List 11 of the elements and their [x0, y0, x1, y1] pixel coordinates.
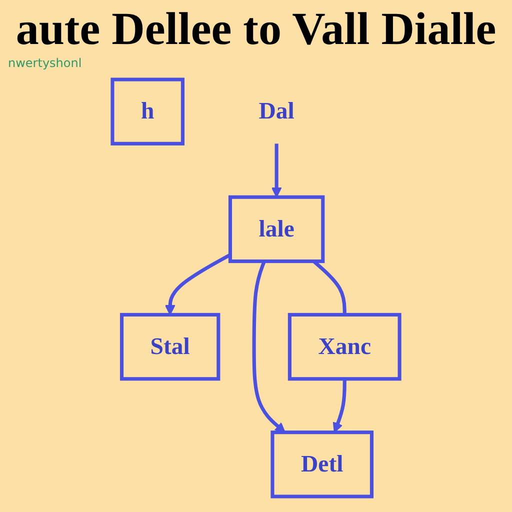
process-box: Stal — [120, 312, 220, 381]
arrow — [271, 144, 282, 198]
process-box: h — [110, 78, 184, 146]
arrow — [252, 260, 286, 433]
process-box: lale — [228, 195, 325, 264]
arrow — [332, 378, 346, 433]
note-text: nwertyshonl — [8, 56, 82, 70]
text-label: Dal — [258, 98, 294, 125]
process-box: Xanc — [288, 312, 402, 381]
diagram-title: aute Dellee to Vall Dialle — [16, 6, 496, 52]
process-box: Detl — [270, 430, 374, 498]
